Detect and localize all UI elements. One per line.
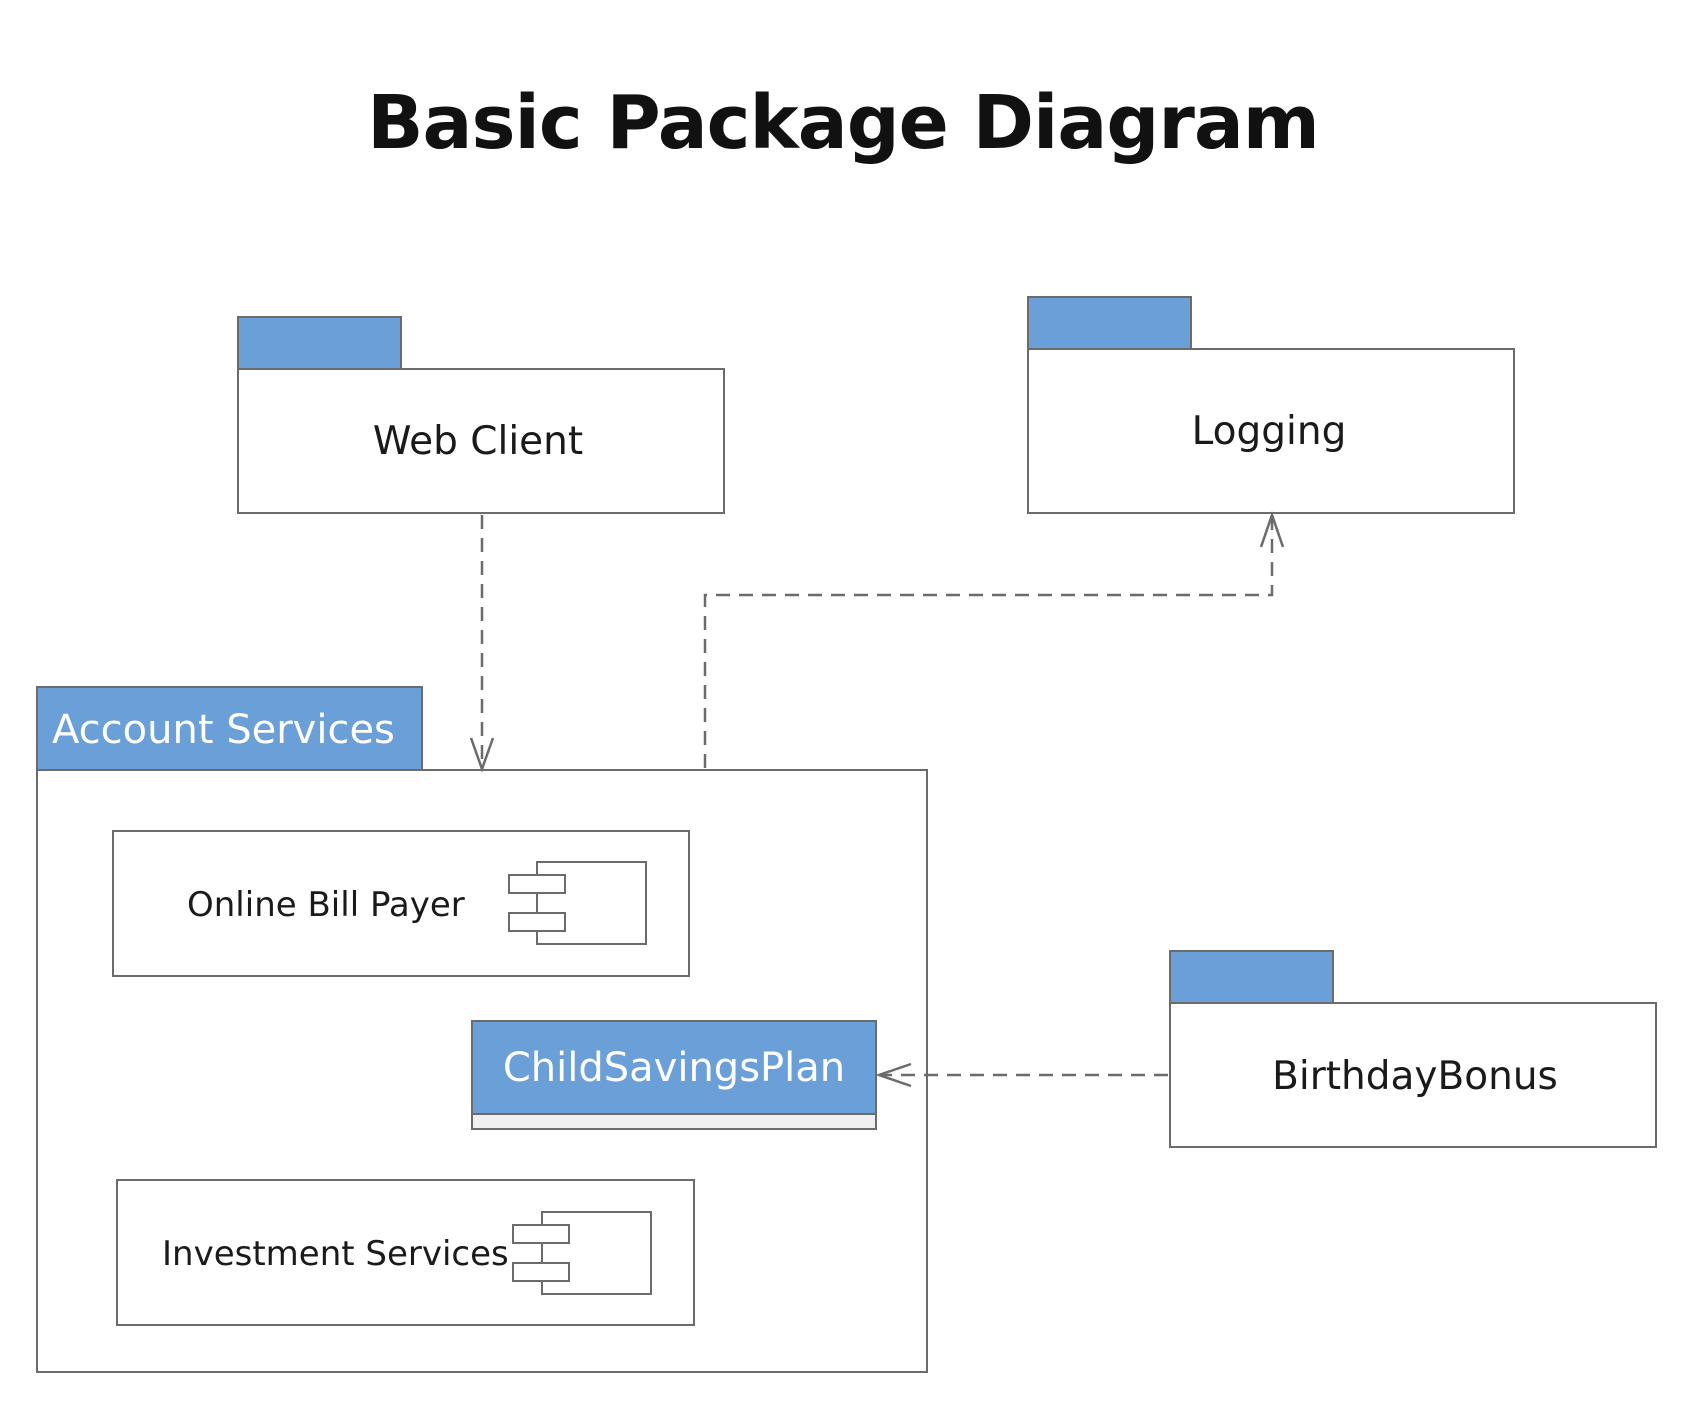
component-label-online-bill-payer: Online Bill Payer [187, 885, 465, 925]
dependency-account-services-to-logging [703, 511, 1285, 768]
package-label-logging: Logging [1192, 409, 1347, 454]
package-tab [1169, 950, 1334, 1004]
class-name-compartment [471, 1020, 877, 1115]
package-body [237, 368, 725, 514]
component-label-investment-services: Investment Services [162, 1234, 509, 1274]
package-label-web-client: Web Client [373, 419, 583, 464]
open-arrowhead [469, 737, 495, 773]
component-icon [508, 861, 647, 945]
package-web-client[interactable]: Web Client [237, 316, 725, 514]
dependency-web-client-to-account-services [469, 515, 495, 773]
diagram-title: Basic Package Diagram [367, 80, 1319, 166]
package-tab [1027, 296, 1192, 350]
package-label-account-services: Account Services [52, 707, 395, 753]
component-investment-services[interactable]: Investment Services [116, 1179, 695, 1326]
package-body [1169, 1002, 1657, 1148]
component-icon [512, 1211, 652, 1295]
dependency-birthday-bonus-to-child-savings-plan [875, 1062, 1168, 1088]
package-label-birthday-bonus: BirthdayBonus [1272, 1054, 1558, 1099]
open-arrowhead [875, 1062, 912, 1088]
package-body [1027, 348, 1515, 514]
class-label-child-savings-plan: ChildSavingsPlan [503, 1045, 845, 1091]
package-tab [36, 686, 423, 771]
class-child-savings-plan[interactable]: ChildSavingsPlan [471, 1020, 877, 1130]
package-account-services[interactable]: Account Services Online Bill Payer Child… [36, 686, 928, 1373]
package-birthday-bonus[interactable]: BirthdayBonus [1169, 950, 1657, 1148]
package-tab [237, 316, 402, 370]
open-arrowhead [1259, 511, 1285, 548]
component-online-bill-payer[interactable]: Online Bill Payer [112, 830, 690, 977]
package-logging[interactable]: Logging [1027, 296, 1515, 514]
